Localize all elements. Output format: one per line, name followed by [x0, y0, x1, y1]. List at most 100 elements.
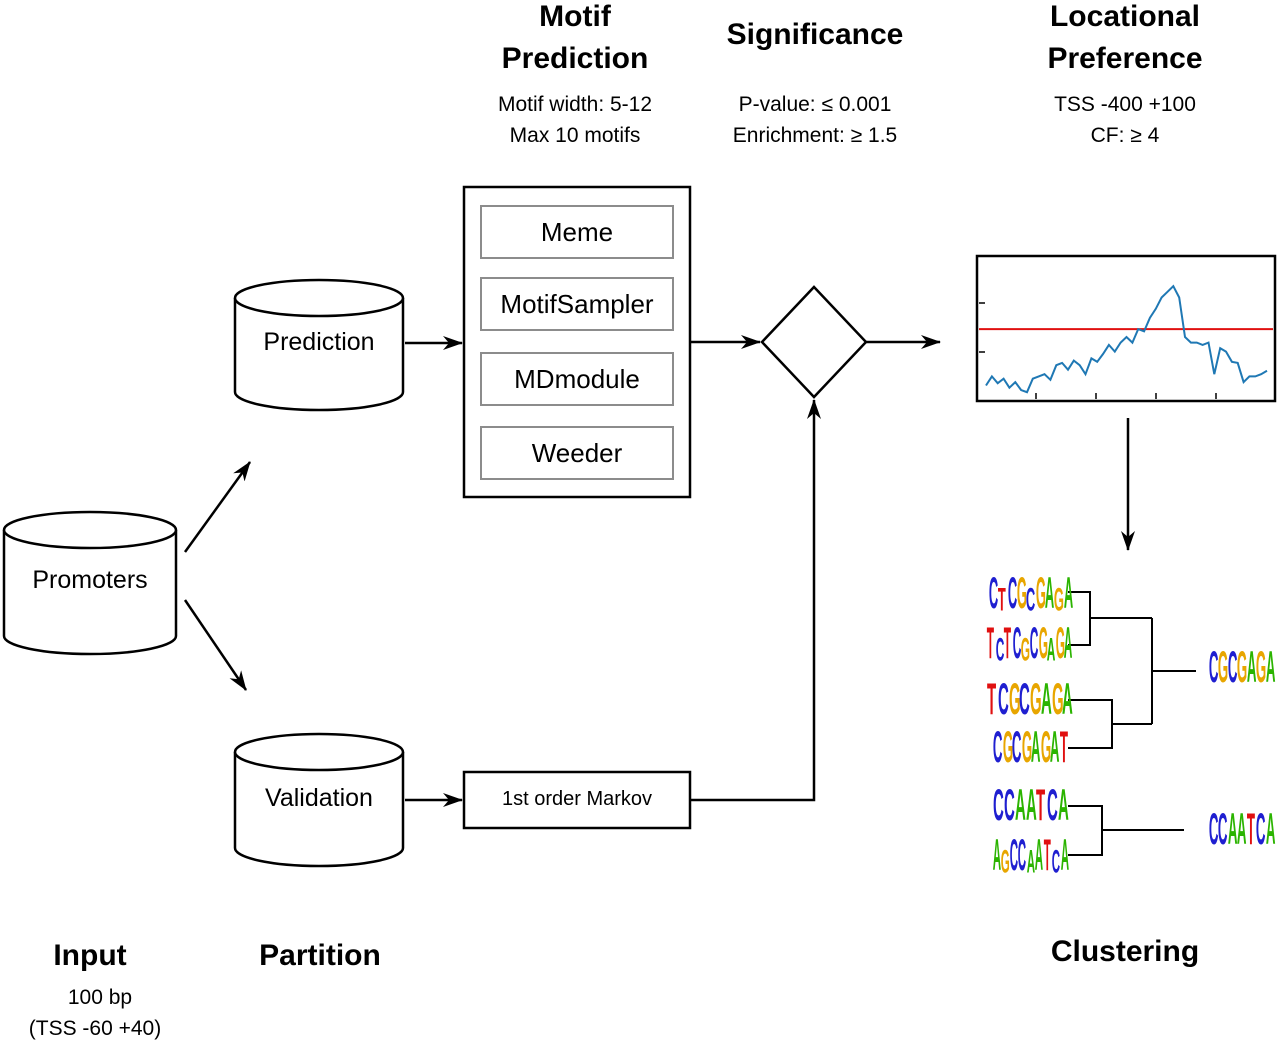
logo-letter: C: [997, 675, 1009, 725]
significance-title: Significance: [726, 18, 904, 51]
logo-letter: A: [1265, 805, 1275, 855]
locational-preference-title-line1: Locational: [1049, 0, 1200, 33]
chart-ticks: [979, 302, 1217, 399]
prediction-cylinder[interactable]: [233, 278, 405, 412]
logo-letter: A: [1049, 723, 1060, 773]
logo-letter: T: [1043, 831, 1051, 881]
logo-letter: A: [1040, 675, 1052, 725]
logo-letter: T: [1246, 805, 1255, 855]
input-detail-1: 100 bp: [67, 986, 133, 1009]
logo-letter: A: [1062, 675, 1074, 725]
logo-letter: C: [1047, 781, 1059, 831]
logo-letter: C: [1029, 619, 1039, 669]
logo-letter: C: [1208, 805, 1219, 855]
tool-motifsampler[interactable]: MotifSampler: [480, 277, 674, 331]
partition-title: Partition: [259, 939, 381, 972]
logo-letter: G: [1035, 569, 1046, 619]
markov-label: 1st order Markov: [501, 788, 653, 810]
logo-letter: A: [1034, 831, 1044, 881]
clustering-title: Clustering: [1050, 935, 1200, 968]
logo-letter: C: [1007, 569, 1017, 619]
motif-prediction-title-line2: Prediction: [501, 42, 649, 75]
logo-letter: A: [992, 831, 1002, 881]
logo-letter: A: [1025, 781, 1037, 831]
logo-letter: T: [987, 675, 997, 725]
logo-letter: A: [1227, 805, 1238, 855]
locational-preference-title-line2: Preference: [1047, 42, 1203, 75]
logo-letter: G: [1016, 569, 1027, 619]
significance-diamond[interactable]: [760, 285, 868, 399]
logo-letter: G: [1038, 619, 1048, 669]
logo-letter: G: [1054, 581, 1065, 618]
locational-preference-detail-1: TSS -400 +100: [1054, 93, 1196, 116]
logo-letter: C: [995, 631, 1004, 668]
motif-prediction-detail-2: Max 10 motifs: [509, 124, 641, 147]
logo-letter: A: [1063, 569, 1073, 619]
locational-profile-chart: [975, 254, 1277, 403]
promoters-label: Promoters: [32, 566, 148, 594]
logo-letter: C: [1003, 781, 1015, 831]
logo-letter: G: [1255, 643, 1267, 693]
logo-letter: A: [1046, 631, 1056, 668]
arrow-promoters-to-prediction: [183, 461, 252, 553]
profile-series-line: [985, 284, 1268, 394]
tool-weeder[interactable]: Weeder: [480, 426, 674, 480]
logo-letter: A: [1237, 805, 1247, 855]
logo-letter: G: [1001, 843, 1011, 880]
logo-letter: G: [1021, 631, 1031, 668]
logo-letter: C: [992, 723, 1003, 773]
logo-letter: C: [1026, 581, 1036, 618]
tool-meme[interactable]: Meme: [480, 205, 674, 259]
logo-letter: G: [1021, 723, 1032, 773]
logo-letter: T: [1003, 619, 1012, 669]
logo-letter: C: [1018, 831, 1027, 881]
tool-mdmodule[interactable]: MDmodule: [480, 352, 674, 406]
logo-letter: C: [1011, 723, 1022, 773]
logo-letter: C: [988, 569, 999, 619]
dendrogram-group2: [1068, 805, 1184, 856]
motif-prediction-detail-1: Motif width: 5-12: [497, 93, 653, 116]
arrow-promoters-to-validation: [183, 599, 248, 691]
logo-letter: C: [1255, 805, 1266, 855]
validation-label: Validation: [265, 784, 373, 812]
logo-letter: C: [1009, 831, 1019, 881]
logo-letter: C: [993, 781, 1004, 831]
logo-letter: A: [1265, 643, 1275, 693]
validation-cylinder[interactable]: [233, 732, 405, 868]
logo-letter: A: [1044, 569, 1055, 619]
logo-letter: A: [1060, 831, 1069, 881]
logo-letter: C: [1019, 675, 1031, 725]
promoters-cylinder[interactable]: [2, 510, 178, 656]
logo-letter: C: [1012, 619, 1022, 669]
logo-letter: T: [986, 619, 995, 669]
locational-preference-detail-2: CF: ≥ 4: [1090, 124, 1160, 147]
logo-letter: A: [1246, 643, 1257, 693]
logo-letter: T: [1059, 723, 1068, 773]
significance-detail-2: Enrichment: ≥ 1.5: [732, 124, 898, 147]
logo-letter: C: [1051, 843, 1061, 880]
logo-letter: C: [1208, 643, 1219, 693]
logo-letter: C: [1227, 643, 1238, 693]
dendrogram-group1: [1068, 591, 1196, 749]
input-detail-2: (TSS -60 +40): [28, 1017, 162, 1040]
arrow-markov-to-significance: [690, 399, 821, 802]
significance-detail-1: P-value: ≤ 0.001: [738, 93, 892, 116]
logo-letter: G: [1040, 723, 1051, 773]
logo-letter: G: [1030, 675, 1042, 725]
logo-letter: A: [1058, 781, 1069, 831]
logo-letter: G: [1055, 619, 1065, 669]
logo-letter: G: [1237, 643, 1248, 693]
logo-letter: T: [998, 581, 1007, 618]
logo-letter: T: [1036, 781, 1046, 831]
logo-letter: C: [1218, 805, 1228, 855]
logo-letter: A: [1014, 781, 1026, 831]
logo-letter: G: [1008, 675, 1021, 725]
